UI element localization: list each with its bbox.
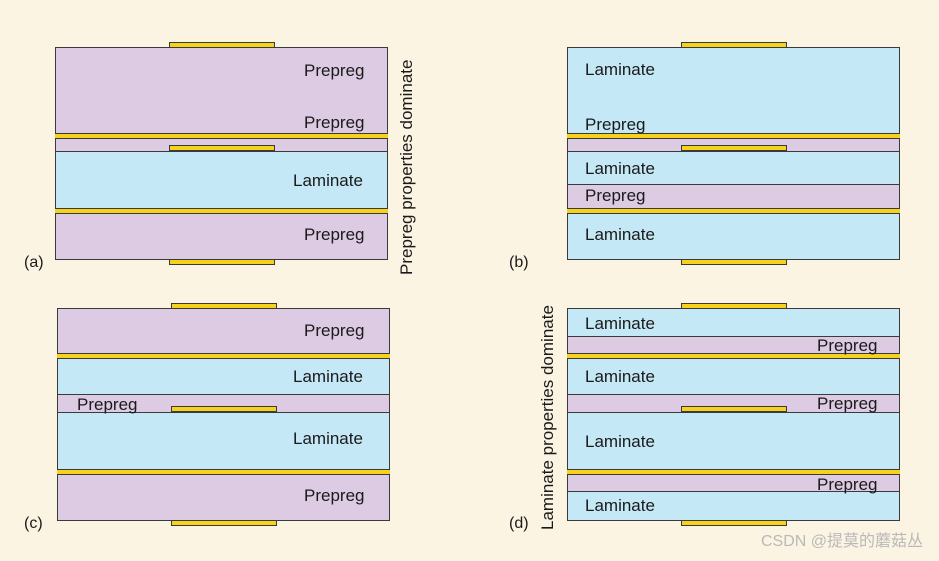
layer-boundary [567,412,900,413]
prepreg-label: Prepreg [585,115,646,134]
laminate-dominate-note: Laminate properties dominate [538,305,557,530]
laminate-label: Laminate [585,496,655,515]
panel-label-a: (a) [24,254,44,271]
prepreg-layer [57,395,390,413]
prepreg-layer [567,337,900,354]
layer-boundary [57,394,390,395]
laminate-label: Laminate [293,429,363,448]
laminate-label: Laminate [293,171,363,190]
layer-boundary [567,491,900,492]
prepreg-label: Prepreg [304,61,365,80]
laminate-layer [567,308,900,337]
copper-plane [567,353,900,359]
copper-trace-inner [169,145,275,151]
layer-boundary [567,184,900,185]
copper-trace-inner [681,406,787,412]
prepreg-label: Prepreg [304,113,365,132]
layer-boundary [567,151,900,152]
laminate-layer [57,359,390,395]
layer-boundary [57,412,390,413]
prepreg-layer [567,185,900,209]
layer-boundary [567,394,900,395]
prepreg-label: Prepreg [817,336,878,355]
copper-trace-inner [681,145,787,151]
prepreg-layer [55,214,388,260]
stackup-c: Prepreg Laminate Prepreg Laminate Prepre… [57,303,390,527]
copper-trace-inner [171,406,277,412]
copper-trace-bottom [681,259,787,265]
laminate-label: Laminate [585,314,655,333]
stackup-d: Laminate Prepreg Laminate Prepreg Lamina… [567,303,900,527]
prepreg-label: Prepreg [304,225,365,244]
prepreg-layer [567,395,900,413]
laminate-label: Laminate [585,225,655,244]
copper-plane [57,469,390,475]
copper-trace-bottom [681,520,787,526]
prepreg-layer [57,308,390,354]
laminate-label: Laminate [585,60,655,79]
watermark: CSDN @提莫的蘑菇丛 [760,533,923,550]
laminate-label: Laminate [585,432,655,451]
copper-plane [55,133,388,139]
laminate-layer [57,413,390,470]
prepreg-label: Prepreg [817,394,878,413]
prepreg-dominate-note: Prepreg properties dominate [397,59,416,275]
prepreg-label: Prepreg [585,186,646,205]
copper-plane [567,208,900,214]
copper-plane [567,469,900,475]
stackup-b: Laminate Prepreg Laminate Prepreg Lamina… [567,42,900,266]
panel-label-b: (b) [509,254,529,271]
copper-plane [57,353,390,359]
laminate-label: Laminate [585,159,655,178]
layer-boundary [55,151,388,152]
laminate-layer [55,152,388,209]
panel-label-c: (c) [24,515,43,532]
laminate-label: Laminate [585,367,655,386]
laminate-layer [567,47,900,134]
stackup-a: Prepreg Prepreg Laminate Prepreg [55,42,388,266]
laminate-layer [567,359,900,395]
laminate-layer [567,152,900,185]
laminate-label: Laminate [293,367,363,386]
laminate-layer [567,413,900,470]
copper-trace-bottom [169,259,275,265]
prepreg-label: Prepreg [304,486,365,505]
prepreg-label: Prepreg [304,321,365,340]
copper-trace-bottom [171,520,277,526]
prepreg-label: Prepreg [817,475,878,494]
copper-plane [55,208,388,214]
prepreg-layer [55,47,388,134]
prepreg-label: Prepreg [77,395,138,414]
panel-label-d: (d) [509,515,529,532]
prepreg-layer [567,475,900,492]
layer-boundary [567,336,900,337]
copper-plane [567,133,900,139]
